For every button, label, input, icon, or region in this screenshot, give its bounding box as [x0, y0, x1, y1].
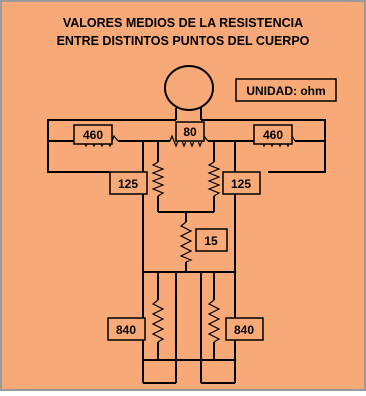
resistor-right-leg [207, 299, 221, 343]
diagram-title-line1: VALORES MEDIOS DE LA RESISTENCIA [63, 16, 303, 30]
left-arm-outline [47, 119, 176, 173]
right-arm-value: 460 [263, 128, 283, 142]
unit-label-box [235, 78, 337, 102]
neck-value-box [175, 121, 205, 142]
unit-label: UNIDAD: ohm [246, 84, 325, 98]
head-outline [164, 65, 214, 111]
right-leg-value-box [225, 317, 264, 341]
abdomen-value-box [195, 228, 228, 252]
left-leg-value: 840 [116, 323, 136, 337]
left-torso-value-box [109, 171, 148, 195]
left-torso-value: 125 [118, 177, 138, 191]
diagram-title-line2: ENTRE DISTINTOS PUNTOS DEL CUERPO [57, 34, 310, 48]
left-arm-value-box [73, 124, 113, 145]
right-leg-value: 840 [234, 323, 254, 337]
left-arm-value: 460 [83, 128, 103, 142]
right-torso-value-box [222, 171, 261, 195]
right-torso-value: 125 [231, 177, 251, 191]
abdomen-value: 15 [204, 234, 218, 248]
right-arm-value-box [253, 124, 293, 145]
neck-value: 80 [183, 125, 197, 139]
resistor-right-torso [207, 161, 221, 197]
left-leg-value-box [107, 317, 146, 341]
right-arm-outline [201, 119, 326, 173]
resistor-left-leg [151, 299, 165, 343]
resistor-left-torso [151, 161, 165, 197]
resistor-abdomen [179, 221, 193, 263]
